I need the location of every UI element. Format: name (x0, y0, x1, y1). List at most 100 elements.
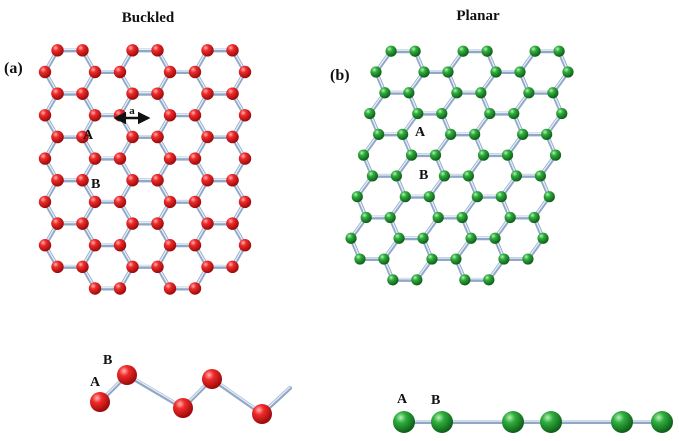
atom (397, 128, 409, 140)
atom (423, 191, 435, 203)
atom (76, 130, 89, 144)
atom (238, 195, 252, 209)
atom (451, 87, 463, 99)
atom (201, 217, 214, 230)
atom (226, 130, 239, 144)
atom (188, 239, 202, 252)
atom (151, 174, 164, 187)
atom (429, 149, 442, 161)
atom (510, 170, 523, 182)
site-label-b-planar: B (419, 168, 428, 183)
atom (201, 260, 214, 274)
atom (38, 239, 52, 252)
atom (117, 365, 137, 385)
atom (514, 66, 526, 78)
atom (445, 128, 457, 140)
atom (450, 253, 462, 265)
atom (553, 45, 565, 57)
atom (462, 170, 475, 182)
buckled-lattice-side-view (90, 365, 292, 424)
atom (126, 130, 139, 144)
atom (88, 195, 102, 209)
atom (501, 149, 514, 161)
atom (393, 232, 405, 244)
site-label-b-planar-side: B (431, 393, 440, 408)
atom (126, 260, 139, 274)
atom (498, 253, 510, 265)
atom (522, 253, 534, 265)
atom (113, 109, 127, 122)
atom (76, 87, 89, 100)
atom (366, 170, 379, 182)
atom (523, 87, 535, 99)
atom (76, 260, 89, 274)
site-label-b-buckled: B (91, 177, 100, 192)
atom (504, 211, 516, 224)
atom (163, 239, 177, 252)
atom (238, 152, 252, 165)
planar-lattice-side-view (393, 411, 673, 433)
atom (541, 128, 553, 140)
atom (412, 107, 424, 120)
atom (151, 87, 164, 100)
atom (188, 195, 202, 209)
atom (387, 274, 399, 286)
atom (151, 260, 164, 274)
atom (528, 211, 540, 224)
atom (202, 369, 222, 389)
atom (393, 411, 415, 433)
atom (562, 66, 574, 78)
atom (364, 107, 376, 120)
atom (436, 107, 448, 120)
atom (113, 152, 127, 165)
bond (210, 377, 264, 416)
atom (529, 45, 541, 57)
atom (163, 109, 177, 122)
atom (373, 128, 385, 140)
atom (384, 211, 396, 224)
atom (477, 149, 490, 161)
atom (163, 65, 177, 79)
atom (226, 44, 239, 57)
atom (38, 195, 52, 209)
atom (226, 87, 239, 100)
atom (457, 45, 469, 57)
atom (163, 152, 177, 165)
buckled-lattice-top-view (38, 44, 252, 295)
atom (113, 65, 127, 79)
atom (611, 411, 633, 433)
atom (360, 211, 372, 224)
atom (226, 217, 239, 230)
bond-highlight (126, 373, 184, 408)
atom (126, 44, 139, 57)
atom (113, 195, 127, 209)
atom (38, 152, 52, 165)
atom (163, 282, 177, 295)
atom (51, 87, 64, 100)
panel-label-a: (a) (4, 60, 23, 77)
atom (508, 107, 520, 120)
atom (201, 174, 214, 187)
atom (431, 411, 453, 433)
atom (38, 65, 52, 79)
atom (351, 191, 363, 203)
atom (411, 274, 423, 286)
atom (90, 392, 110, 412)
atom (495, 191, 507, 203)
atom (201, 130, 214, 144)
atom (484, 107, 496, 120)
atom (379, 87, 391, 99)
atom (151, 44, 164, 57)
atom (88, 282, 102, 295)
atom (459, 274, 471, 286)
atom (163, 195, 177, 209)
atom (88, 239, 102, 252)
atom (390, 170, 403, 182)
atom (88, 65, 102, 79)
atom (540, 411, 562, 433)
atom (469, 128, 481, 140)
atom (547, 87, 559, 99)
atom (517, 128, 529, 140)
atom (549, 149, 562, 161)
